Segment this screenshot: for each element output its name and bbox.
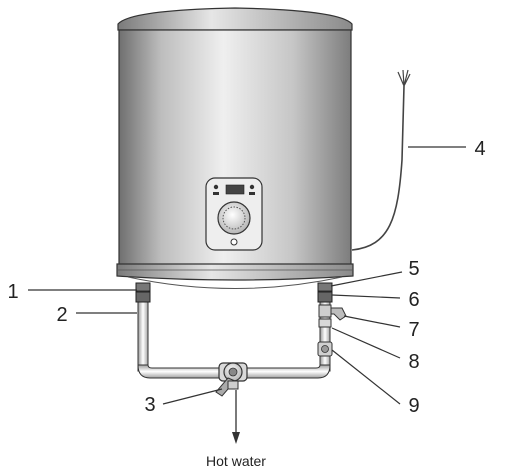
control-panel xyxy=(205,177,263,251)
callout-6: 6 xyxy=(408,289,419,311)
tank-bottom-dome xyxy=(127,276,343,289)
callout-5: 5 xyxy=(408,258,419,280)
hot-water-label: Hot water xyxy=(206,453,266,469)
callout-9: 9 xyxy=(408,395,419,417)
callout-1: 1 xyxy=(7,281,18,303)
pipework xyxy=(135,290,347,397)
outlet-nozzle-right xyxy=(317,282,333,292)
leader-lines xyxy=(28,146,466,405)
callout-labels: 1 2 3 4 5 6 7 8 9 xyxy=(7,138,485,417)
callout-2: 2 xyxy=(56,304,67,326)
callout-4: 4 xyxy=(474,138,485,160)
hot-water-flow-arrow xyxy=(232,390,240,444)
indicator-lamp xyxy=(230,238,238,246)
pressure-fitting xyxy=(318,304,332,318)
callout-8: 8 xyxy=(408,351,419,373)
tank xyxy=(116,7,354,292)
outlet-nozzle-left xyxy=(135,282,151,292)
relief-valve-lever xyxy=(330,307,347,321)
callout-7: 7 xyxy=(408,319,419,341)
check-valve xyxy=(317,341,333,357)
indicator-icon-right xyxy=(249,184,255,195)
callout-3: 3 xyxy=(144,394,155,416)
indicator-icon-left xyxy=(213,184,219,195)
power-cable xyxy=(351,69,411,251)
digital-display xyxy=(225,184,245,195)
tank-top-cap xyxy=(117,7,353,31)
tee-valve xyxy=(215,362,248,397)
pipe-left-vertical xyxy=(137,290,149,372)
pipe-right-vertical xyxy=(319,290,331,372)
tank-bottom-ring xyxy=(116,263,354,281)
